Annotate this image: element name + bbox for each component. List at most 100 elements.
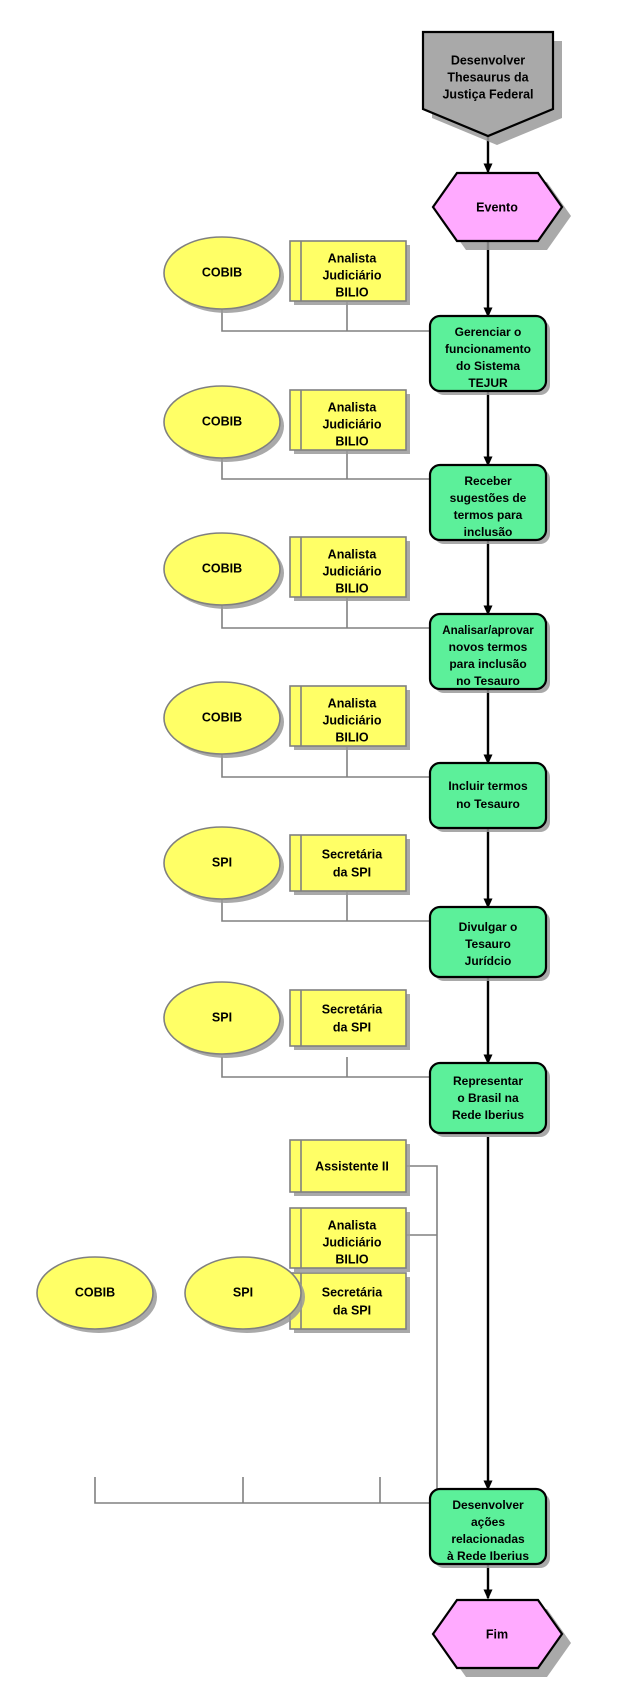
unit-node-cobib-step-7[interactable]: COBIB [36,1256,157,1333]
process-node-step-5-line-1: Divulgar o [459,920,518,934]
event-start-shape [431,171,564,243]
role-node-secretaria-step-7-shape [289,1272,407,1330]
process-node-step-7-shape [428,1487,548,1566]
connector-unit-cobib-step-7 [94,1477,430,1504]
unit-node-step-3-label: COBIB [202,561,242,575]
role-node-step-6-line-1: Secretária [322,1002,384,1016]
process-node-step-6[interactable]: Representar o Brasil na Rede Iberius [428,1061,550,1137]
role-node-analista-step-7-line-2: Judiciário [322,1235,381,1249]
process-node-step-6-shape [428,1061,548,1135]
process-node-step-4-line-1: Incluir termos [448,779,528,793]
role-node-step-3[interactable]: Analista Judiciário BILIO [289,536,410,601]
process-node-step-6-line-3: Rede Iberius [452,1108,524,1122]
process-node-step-2-shape [428,463,548,542]
role-node-step-6[interactable]: Secretária da SPI [289,989,410,1050]
process-node-step-7-line-1: Desenvolver [452,1498,524,1512]
role-node-step-1-line-3: BILIO [335,285,369,299]
role-node-step-1-line-2: Judiciário [322,268,381,282]
process-node-step-6-line-2: o Brasil na [457,1091,519,1105]
process-node-step-5[interactable]: Divulgar o Tesauro Jurídcio [428,905,550,981]
role-node-step-2[interactable]: Analista Judiciário BILIO [289,389,410,454]
role-node-secretaria-step-7[interactable]: Secretária da SPI [289,1272,410,1333]
process-node-step-2-line-2: sugestões de [450,491,527,505]
process-node-step-1-line-1: Gerenciar o [455,325,522,339]
unit-node-spi-step-7[interactable]: SPI [184,1256,305,1333]
unit-node-spi-step-7-label: SPI [233,1285,253,1299]
start-node-line-2: Thesaurus da [447,70,529,84]
process-node-step-6-line-1: Representar [453,1074,523,1088]
unit-node-step-6-shape [163,981,281,1055]
unit-node-step-6-label: SPI [212,1010,232,1024]
role-node-step-4-line-3: BILIO [335,730,369,744]
process-node-step-4-line-2: no Tesauro [456,797,520,811]
role-node-step-4-shape [289,685,407,747]
unit-node-step-2-label: COBIB [202,414,242,428]
unit-node-step-6[interactable]: SPI [163,981,284,1058]
role-node-step-4[interactable]: Analista Judiciário BILIO [289,685,410,750]
process-node-step-3[interactable]: Analisar/aprovar novos termos para inclu… [428,612,550,693]
connector-group-step-7 [94,1165,438,1504]
process-node-step-2-line-3: termos para [454,508,523,522]
process-node-step-2-line-4: inclusão [464,525,513,539]
process-node-step-4[interactable]: Incluir termos no Tesauro [428,761,550,832]
event-end-node[interactable]: Fim [431,1598,571,1677]
process-node-step-3-line-1: Analisar/aprovar [442,624,534,637]
start-node-shape [421,30,555,138]
unit-node-step-5[interactable]: SPI [163,826,284,903]
unit-node-spi-step-7-shape [184,1256,302,1330]
role-node-assistente-step-7[interactable]: Assistente II [289,1139,410,1196]
connector-group-step-6 [221,1057,430,1078]
unit-node-step-1[interactable]: COBIB [163,236,284,313]
event-end-label: Fim [486,1627,508,1641]
process-node-step-4-shape [428,761,548,830]
process-node-step-3-line-3: para inclusão [449,657,526,671]
unit-node-step-4-label: COBIB [202,710,242,724]
role-node-step-6-shape [289,989,407,1047]
role-node-assistente-step-7-label: Assistente II [315,1159,389,1173]
process-node-step-7[interactable]: Desenvolver ações relacionadas à Rede Ib… [428,1487,550,1568]
role-node-step-3-line-2: Judiciário [322,564,381,578]
role-node-analista-step-7-shape [289,1207,407,1269]
role-node-secretaria-step-7-line-2: da SPI [333,1303,371,1317]
role-node-analista-step-7-line-1: Analista [328,1218,378,1232]
role-node-assistente-step-7-shape [289,1139,407,1193]
process-node-step-1-shape [428,314,548,393]
role-node-step-5-shape [289,834,407,892]
process-node-step-1[interactable]: Gerenciar o funcionamento do Sistema TEJ… [428,314,550,395]
unit-node-step-2[interactable]: COBIB [163,385,284,462]
unit-node-step-2-shape [163,385,281,459]
role-node-step-3-line-1: Analista [328,547,378,561]
role-node-analista-step-7-line-3: BILIO [335,1252,369,1266]
role-node-step-2-line-1: Analista [328,400,378,414]
process-node-step-7-line-3: relacionadas [451,1532,525,1546]
process-node-step-3-line-4: no Tesauro [456,674,520,688]
role-node-analista-step-7[interactable]: Analista Judiciário BILIO [289,1207,410,1272]
start-node[interactable]: Desenvolver Thesaurus da Justiça Federal [421,30,562,145]
process-node-step-2-line-1: Receber [464,474,512,488]
unit-node-step-4[interactable]: COBIB [163,681,284,758]
process-node-step-5-shape [428,905,548,979]
event-start-label: Evento [476,200,518,214]
unit-node-step-3[interactable]: COBIB [163,532,284,609]
process-node-step-1-line-2: funcionamento [445,342,531,356]
role-node-step-3-line-3: BILIO [335,581,369,595]
role-node-step-5[interactable]: Secretária da SPI [289,834,410,895]
process-node-step-5-line-2: Tesauro [465,937,511,951]
event-start-node[interactable]: Evento [431,171,571,250]
process-node-step-7-line-4: à Rede Iberius [447,1549,529,1563]
unit-node-cobib-step-7-label: COBIB [75,1285,115,1299]
unit-node-step-4-shape [163,681,281,755]
process-node-step-1-line-4: TEJUR [468,376,508,390]
start-node-line-3: Justiça Federal [442,87,533,101]
role-node-step-1[interactable]: Analista Judiciário BILIO [289,240,410,305]
unit-node-step-5-shape [163,826,281,900]
role-node-step-6-line-2: da SPI [333,1020,371,1034]
unit-node-step-3-shape [163,532,281,606]
role-node-step-3-shape [289,536,407,598]
process-node-step-2[interactable]: Receber sugestões de termos para inclusã… [428,463,550,544]
process-node-step-1-line-3: do Sistema [456,359,520,373]
event-end-shape [431,1598,564,1670]
role-node-step-1-shape [289,240,407,302]
role-node-step-5-line-1: Secretária [322,847,384,861]
